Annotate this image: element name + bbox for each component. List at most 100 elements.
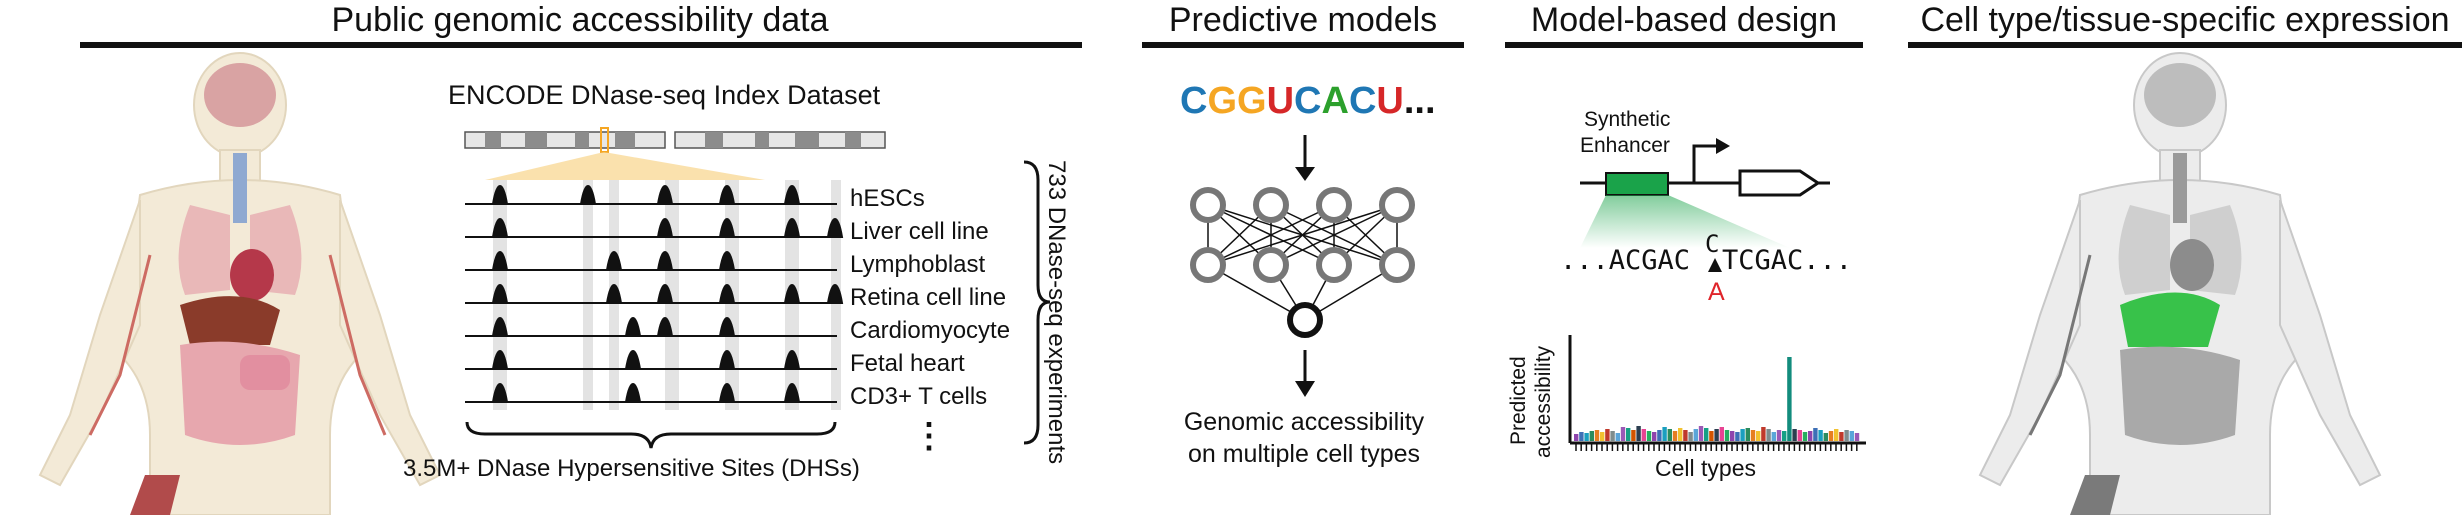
dhs-peak [718,349,736,370]
accessibility-bar [1605,429,1610,441]
dhs-peak [605,250,623,271]
dhs-peak [605,283,623,304]
section-rule-expression [1908,42,2462,48]
design-sequence-left: ...ACGAC [1560,245,1691,276]
section-title-predictive-models: Predictive models [1168,1,1438,39]
dhs-peak [783,217,801,238]
mutation-base: A [1708,278,1725,306]
sequence-letter: A [1321,80,1349,122]
sequence-letter: C [1294,80,1322,122]
dhs-peak [718,382,736,403]
dhs-peak [826,283,844,304]
accessibility-bar [1662,427,1667,441]
accessibility-bar [1667,429,1672,441]
human-expression-illustration [1978,52,2382,515]
accessibility-bar [1740,429,1745,441]
accessibility-bar [1678,428,1683,441]
dhs-peak [783,382,801,403]
dhs-peak [783,349,801,370]
mutation-arrow [1708,258,1722,272]
accessibility-bar [1813,428,1818,441]
chromosome-ideogram [464,127,886,180]
enhancer-box [1605,172,1669,196]
accessibility-bar [1693,429,1698,441]
accessibility-bar [1657,430,1662,441]
accessibility-bar [1610,431,1615,441]
accessibility-bar [1698,426,1704,441]
accessibility-bar [1620,427,1626,441]
liver-highlight [2120,292,2220,347]
accessibility-bar [1636,426,1641,441]
accessibility-bar [1709,431,1714,441]
design-sequence-right: TCGAC... [1722,245,1853,276]
accessibility-bar [1631,430,1636,441]
accessibility-bar [1600,432,1605,441]
cell-line-label: Retina cell line [850,284,1007,311]
accessibility-bar [1766,429,1771,441]
accessibility-bar [1828,431,1834,441]
human-anatomy-illustration [38,52,442,515]
nn-edge [1270,204,1398,266]
nn-node [1253,247,1289,283]
nn-node [1379,247,1415,283]
accessibility-bar [1724,430,1730,441]
dhs-peak [624,382,642,403]
design-sequence-top-base: C [1705,230,1720,258]
dhs-peak [491,349,509,370]
experiments-brace [1023,160,1051,445]
accessibility-bar [1854,433,1860,441]
dhs-peak [656,316,674,337]
section-title-model-design: Model-based design [1530,1,1838,39]
nn-node [1379,187,1415,223]
dhs-peak [656,184,674,205]
nn-node [1316,247,1352,283]
dhs-peak [783,184,801,205]
accessibility-bar [1818,430,1823,441]
nn-edge [1207,204,1335,266]
sequence-letter: C [1180,80,1208,122]
dhs-peak [491,316,509,337]
section-rule-predictive-models [1142,42,1464,48]
enhancer-label-line2: Enhancer [1580,134,1670,157]
dhs-peak [718,217,736,238]
dhs-peak [491,217,509,238]
dhs-peak [826,217,844,238]
sequence-letter: G [1207,80,1238,122]
nn-edge [1207,204,1398,266]
accessibility-bar [1792,429,1797,441]
accessibility-bar [1844,430,1849,441]
accessibility-bar [1683,430,1688,441]
more-experiments-ellipsis: ⋮ [912,417,946,455]
accessibility-bar [1745,428,1750,441]
accessibility-bar [1688,432,1693,441]
cell-line-label: CD3+ T cells [850,383,988,410]
dhs-peak [624,316,642,337]
accessibility-bar [1787,357,1792,441]
accessibility-bar [1652,432,1657,441]
dhs-peak [491,382,509,403]
dhs-peak [656,283,674,304]
dhs-peak [656,250,674,271]
section-title-expression: Cell type/tissue-specific expression [1920,1,2450,39]
accessibility-bar [1626,428,1631,441]
dhs-peak [491,283,509,304]
dhs-brace [465,421,837,449]
cell-line-label: Cardiomyocyte [850,317,1011,344]
encode-title: ENCODE DNase-seq Index Dataset [448,80,881,110]
accessibility-bar [1589,431,1594,441]
dhs-peak [624,349,642,370]
dhs-peak [656,217,674,238]
bar-chart-xlabel: Cell types [1655,455,1756,481]
dhs-label: 3.5M+ DNase Hypersensitive Sites (DHSs) [403,455,860,482]
accessibility-bar [1761,427,1766,441]
enhancer-label-line1: Synthetic [1584,108,1671,131]
section-title-public-data: Public genomic accessibility data [331,1,829,39]
synthetic-enhancer-construct [1580,138,1830,248]
nn-node [1190,247,1226,283]
dhs-peak [718,250,736,271]
accessibility-bar [1782,431,1787,441]
cell-line-label: Fetal heart [850,350,965,377]
section-rule-model-design [1505,42,1863,48]
dhs-peak [491,250,509,271]
accessibility-bar [1641,429,1646,441]
